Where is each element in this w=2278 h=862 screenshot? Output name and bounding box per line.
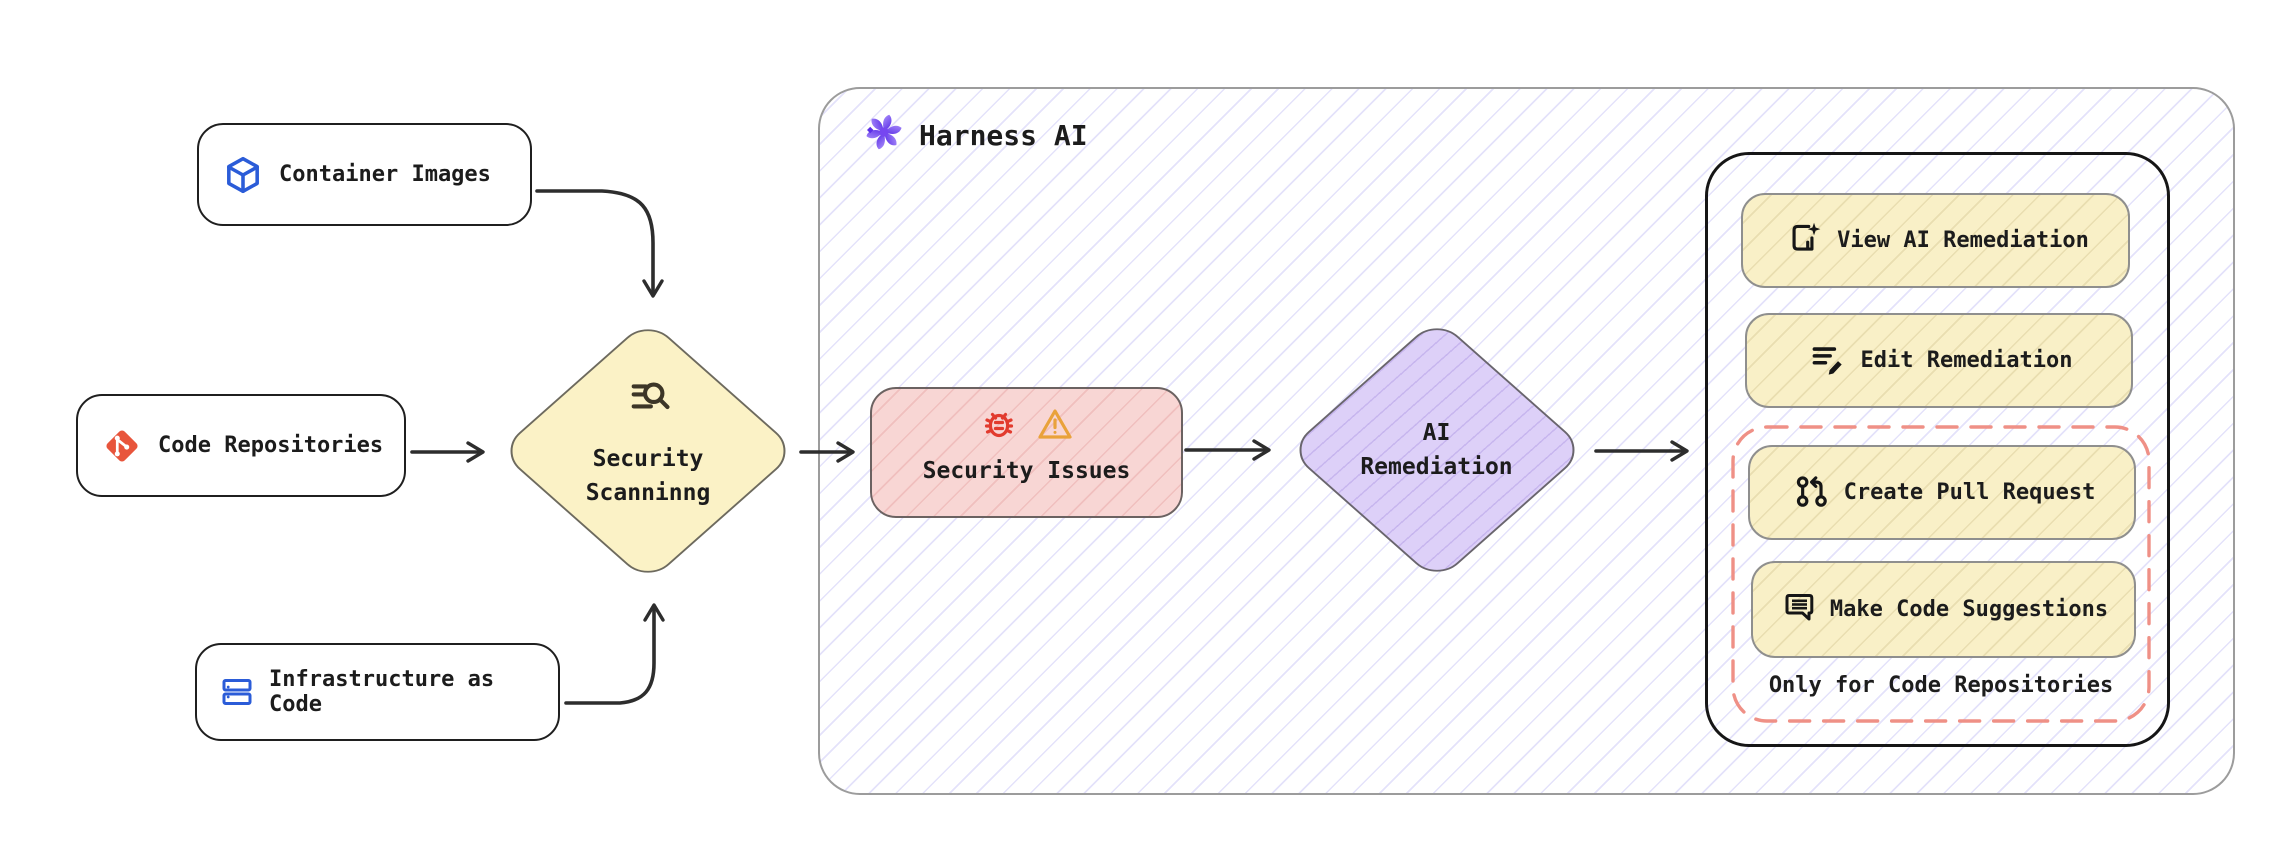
list-pencil-icon <box>1806 337 1848 385</box>
issue-icons <box>979 404 1075 448</box>
comment-lines-icon <box>1779 587 1819 633</box>
harness-ai-logo-icon <box>862 110 906 161</box>
harness-ai-title: Harness AI <box>919 119 1088 152</box>
button-label: Create Pull Request <box>1843 480 2096 505</box>
node-label: Infrastructure as Code <box>269 667 495 717</box>
server-stack-icon <box>217 672 257 712</box>
create-pull-request-button: Create Pull Request <box>1748 445 2136 540</box>
diamond-label: AI Remediation <box>1360 420 1513 480</box>
edit-remediation-button: Edit Remediation <box>1745 313 2133 408</box>
pull-request-icon <box>1789 469 1831 517</box>
arrow-iac-to-scanning <box>564 603 665 705</box>
node-infrastructure-as-code: Infrastructure as Code <box>195 643 560 741</box>
diamond-label: Security Scanninng <box>585 446 711 506</box>
code-repo-only-group: Create Pull Request Make Code Suggestion… <box>1731 425 2151 723</box>
button-label: View AI Remediation <box>1837 228 2089 253</box>
warning-icon <box>1035 404 1075 448</box>
scan-search-icon <box>624 372 672 422</box>
arrow-container-images-to-scanning <box>535 189 664 298</box>
button-label: Edit Remediation <box>1860 348 2073 373</box>
node-container-images: Container Images <box>197 123 532 226</box>
code-repo-only-note: Only for Code Repositories <box>1768 673 2114 698</box>
cube-icon <box>222 154 264 196</box>
security-issues-box: Security Issues <box>870 387 1183 518</box>
security-issues-label: Security Issues <box>922 458 1131 484</box>
remediation-actions-container: View AI Remediation Edit Remediation <box>1705 152 2170 747</box>
harness-ai-header: Harness AI <box>862 110 1088 161</box>
bug-icon <box>979 404 1019 448</box>
view-ai-remediation-button: View AI Remediation <box>1741 193 2130 288</box>
make-code-suggestions-button: Make Code Suggestions <box>1751 561 2136 658</box>
node-code-repositories: Code Repositories <box>76 394 406 497</box>
button-label: Make Code Suggestions <box>1829 597 2109 622</box>
node-label: Container Images <box>279 162 491 187</box>
git-icon <box>101 425 143 467</box>
security-scanning-diamond: Security Scanninng <box>498 318 798 584</box>
node-label: Code Repositories <box>158 433 384 458</box>
document-sparkle-icon <box>1782 217 1824 265</box>
dashed-border <box>1731 425 2151 723</box>
ai-remediation-diamond: AI Remediation <box>1285 317 1588 583</box>
